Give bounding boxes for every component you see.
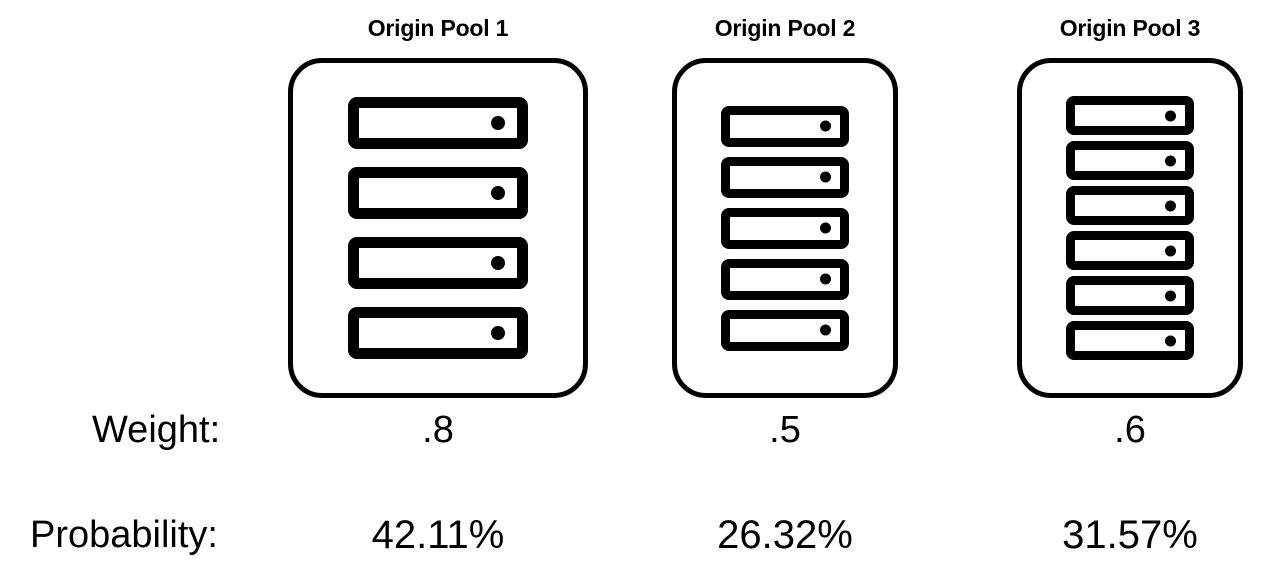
server-led-icon	[491, 116, 505, 130]
server-unit	[1066, 321, 1194, 360]
server-unit	[1066, 186, 1194, 225]
server-led-icon	[1165, 290, 1176, 301]
origin-pool-1-title: Origin Pool 1	[367, 15, 509, 41]
origin-pool-3-container[interactable]	[1017, 58, 1243, 398]
server-unit	[1066, 141, 1194, 180]
origin-pool-2-probability-value: 26.32%	[717, 513, 853, 557]
origin-pool-2-container[interactable]	[672, 58, 898, 398]
server-led-icon	[1165, 110, 1176, 121]
server-led-icon	[1165, 155, 1176, 166]
server-led-icon	[820, 273, 831, 285]
server-unit	[721, 156, 849, 198]
server-rack-icon	[677, 63, 893, 393]
probability-row-label: Probability:	[30, 514, 218, 556]
server-led-icon	[820, 324, 831, 336]
server-unit	[721, 207, 849, 249]
server-led-icon	[1165, 335, 1176, 346]
server-unit	[721, 105, 849, 147]
server-led-icon	[491, 256, 505, 270]
server-rack-icon	[1022, 63, 1238, 393]
origin-pool-1-probability-value: 42.11%	[371, 513, 505, 557]
origin-pool-2-weight-value: .5	[769, 409, 801, 451]
origin-pool-3-probability-value: 31.57%	[1062, 513, 1198, 557]
server-unit	[348, 237, 528, 289]
origin-pool-3-title: Origin Pool 3	[1059, 15, 1201, 41]
origin-pool-1-weight-value: .8	[422, 409, 454, 451]
server-led-icon	[1165, 245, 1176, 256]
server-unit	[721, 258, 849, 300]
server-led-icon	[1165, 200, 1176, 211]
server-unit	[1066, 231, 1194, 270]
server-rack-icon	[293, 63, 583, 393]
server-led-icon	[820, 120, 831, 132]
server-unit	[348, 307, 528, 359]
server-unit	[721, 309, 849, 351]
server-led-icon	[820, 222, 831, 234]
weight-row-label: Weight:	[92, 409, 221, 451]
server-led-icon	[820, 171, 831, 183]
server-unit	[348, 167, 528, 219]
server-led-icon	[491, 326, 505, 340]
origin-pool-1-container[interactable]	[288, 58, 588, 398]
server-unit	[1066, 276, 1194, 315]
server-led-icon	[491, 186, 505, 200]
origin-pool-2-title: Origin Pool 2	[714, 15, 856, 41]
server-unit	[1066, 96, 1194, 135]
origin-pool-3-weight-value: .6	[1114, 409, 1146, 451]
server-unit	[348, 97, 528, 149]
